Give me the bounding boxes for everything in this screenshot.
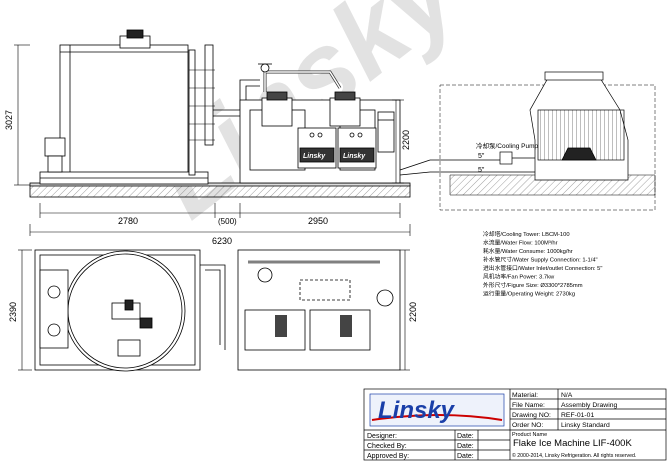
title-sign-rows: Designer: Date: Checked By: Date: Approved B…	[367, 433, 474, 460]
title-block	[363, 388, 667, 461]
spec-line: 耗水量/Water Consume: 1000kg/hr	[483, 247, 573, 255]
spec-line: 补水管尺寸/Water Supply Connection: 1-1/4"	[483, 256, 598, 264]
info-value: N/A	[561, 392, 573, 399]
cooling-pump-label: 冷却泵/Cooling Pump	[476, 141, 539, 150]
water-pump	[44, 137, 66, 157]
spec-line: 外形尺寸/Figure Size: Ø3300*2785mm	[483, 281, 583, 289]
date-label: Date:	[457, 443, 474, 450]
dim-plan-height: 2390	[8, 302, 18, 322]
front-elevation: Linsky Linsky	[29, 29, 411, 198]
spec-line: 风机功率/Fan Power: 3.7kw	[483, 273, 555, 281]
info-value: REF-01-01	[561, 412, 594, 419]
dim-front-height: 3027	[4, 110, 14, 130]
spec-line: 运行重量/Operating Weight: 2730kg	[483, 290, 575, 298]
product-name: Flake Ice Machine LIF-400K	[513, 438, 632, 449]
spec-line: 冷却塔/Cooling Tower: LBCM-100	[483, 230, 570, 238]
spec-line: 水流量/Water Flow: 100M³/hr	[483, 239, 558, 247]
pipe-size-lower: 5"	[478, 167, 485, 174]
cooling-tower-view	[399, 71, 656, 211]
sign-label: Approved By:	[367, 453, 409, 460]
dim-total-length: 6230	[212, 236, 232, 246]
distributor-pipe	[188, 49, 196, 176]
plan-dimensions	[18, 249, 410, 371]
panel-logo: Linsky	[343, 153, 366, 160]
info-label: Drawing NO:	[512, 412, 551, 419]
date-label: Date:	[457, 453, 474, 460]
dim-tank-length: 2780	[118, 216, 138, 226]
front-dimensions	[14, 44, 411, 236]
title-info-rows: Material: N/A File Name: Assembly DrawingDr…	[512, 392, 617, 429]
copyright: © 2000-2014, Linsky Refrigeration. All r…	[512, 452, 636, 459]
info-label: File Name:	[512, 402, 545, 409]
compressor	[329, 97, 361, 127]
dim-unit-height: 2200	[401, 130, 411, 150]
ice-tank-body	[59, 44, 189, 184]
info-label: Material:	[512, 392, 538, 399]
cooling-pump	[499, 151, 513, 165]
info-value: Assembly Drawing	[561, 402, 617, 409]
plan-view	[34, 249, 401, 372]
date-label: Date:	[457, 433, 474, 440]
compressor	[261, 97, 293, 127]
sign-label: Designer:	[367, 433, 397, 440]
product-name-label: Product Name	[512, 432, 547, 438]
title-logo: Linsky	[378, 397, 456, 424]
panel-logo: Linsky	[303, 153, 326, 160]
info-value: Linsky Standard	[561, 422, 610, 429]
info-label: Order NO:	[512, 422, 543, 429]
pipe-size-upper: 5"	[478, 153, 485, 160]
dim-plan-right-height: 2200	[408, 302, 418, 322]
sign-label: Checked By:	[367, 443, 407, 450]
floor-slab	[29, 184, 411, 198]
dim-gap: (500)	[218, 217, 237, 226]
spec-line: 进出水管接口/Water Inlet/outlet Connection: 5"	[483, 264, 602, 272]
dim-unit-length: 2950	[308, 216, 328, 226]
